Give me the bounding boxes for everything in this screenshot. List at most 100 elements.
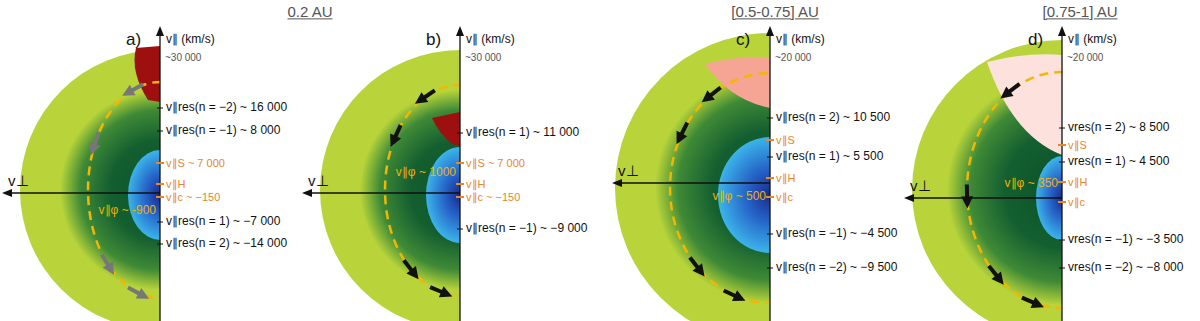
velocity-label: v∥c: [776, 191, 793, 204]
velocity-tick: [1058, 144, 1066, 146]
resonance-label: vres(n = 2) ~ 8 500: [1068, 121, 1169, 135]
dashed-orbit: [670, 73, 770, 303]
velocity-label: v∥c: [1068, 196, 1085, 209]
axis-arrowhead: [456, 26, 464, 36]
perp-axis: [310, 192, 460, 193]
flow-arrow: [131, 84, 143, 91]
panel-heading: [0.75-1] AU: [1042, 3, 1117, 20]
flow-arrow: [395, 125, 401, 138]
resonance-label: v∥res(n = 2) ~ −14 000: [166, 237, 287, 251]
flow-arrowhead: [439, 286, 452, 297]
resonance-label: v∥res(n = 2) ~ 10 500: [776, 111, 890, 125]
resonance-label: vres(n = −2) ~ −8 000: [1068, 261, 1183, 275]
axis-title: v∥ (km/s): [776, 33, 825, 47]
axis-title: v∥ (km/s): [466, 33, 515, 47]
panel-letter: c): [736, 30, 750, 50]
velocity-label: v∥S ~ 7 000: [466, 157, 525, 170]
axis-title: v⊥: [308, 172, 329, 189]
green-core: [360, 90, 460, 290]
velocity-label: v∥H: [166, 178, 185, 191]
axis-arrowhead: [156, 26, 164, 36]
flow-arrowhead: [677, 131, 688, 144]
axis-arrowhead: [2, 189, 12, 197]
phase-velocity-label: v∥φ ~ 1000: [396, 166, 456, 180]
distribution-panel: [612, 26, 925, 321]
flow-arrow: [94, 132, 98, 145]
resonance-label: v∥res(n = −2) ~ 16 000: [166, 101, 287, 115]
flow-arrowhead: [992, 272, 1004, 285]
velocity-tick: [456, 196, 464, 198]
resonance-label: v∥res(n = 1) ~ −7 000: [166, 215, 280, 229]
axis-arrowhead: [1058, 26, 1066, 36]
parallel-axis: [459, 34, 460, 321]
phase-velocity-label: v∥φ ~ 500: [713, 190, 766, 204]
flow-arrowhead: [122, 85, 135, 96]
perp-axis: [620, 182, 770, 183]
perp-axis: [912, 197, 1062, 198]
flow-arrow: [681, 123, 687, 136]
resonance-label: v∥res(n = −1) ~ −4 500: [776, 227, 897, 241]
axis-title: v⊥: [8, 172, 29, 189]
flow-arrowhead: [89, 142, 100, 155]
panel-letter: a): [126, 30, 141, 50]
panel-heading: [0.5-0.75] AU: [731, 3, 819, 20]
resonance-tick: [457, 133, 463, 134]
flow-arrowhead: [415, 92, 428, 104]
flow-arrow: [404, 260, 413, 271]
flow-arrow: [430, 287, 443, 292]
flow-arrow: [423, 90, 435, 98]
resonance-tick: [1059, 128, 1065, 129]
flow-arrow: [965, 184, 969, 198]
panel-letter: b): [426, 30, 441, 50]
flow-arrow: [690, 258, 699, 269]
resonance-tick: [1059, 162, 1065, 163]
resonance-tick: [767, 157, 773, 158]
outer-halo: [320, 50, 460, 321]
blue-core: [426, 147, 460, 243]
axis-arrowhead: [766, 26, 774, 36]
parallel-axis: [159, 34, 160, 321]
dashed-orbit: [88, 82, 160, 298]
flow-arrowhead: [732, 290, 745, 301]
green-core: [60, 90, 160, 290]
flow-arrow: [710, 88, 721, 97]
panel-heading: 0.2 AU: [287, 3, 332, 20]
flow-arrowhead: [406, 266, 418, 279]
velocity-label: v∥H: [776, 172, 795, 185]
blue-core: [128, 150, 160, 240]
half-disk: [20, 46, 160, 321]
velocity-tick: [1058, 181, 1066, 183]
velocity-label: v∥c ~ −150: [166, 191, 220, 204]
axis-max: ~20 000: [775, 52, 811, 64]
flow-arrowhead: [1000, 86, 1013, 98]
phase-velocity-label: v∥φ ~ 350: [1005, 177, 1058, 191]
dashed-orbit: [967, 72, 1062, 308]
resonance-tick: [157, 222, 163, 223]
resonance-tick: [157, 244, 163, 245]
half-disk: [615, 33, 770, 321]
outer-halo: [615, 33, 770, 321]
velocity-tick: [156, 196, 164, 198]
resonance-region: [705, 57, 770, 108]
panel-letter: d): [1028, 30, 1043, 50]
flow-arrowhead: [103, 261, 114, 274]
distribution-panel: [2, 26, 300, 321]
flow-arrowhead: [136, 288, 149, 299]
velocity-tick: [1058, 201, 1066, 203]
perp-axis: [10, 192, 160, 193]
velocity-tick: [766, 139, 774, 141]
velocity-label: v∥H: [1068, 176, 1087, 189]
axis-arrowhead: [612, 179, 622, 187]
resonance-tick: [767, 268, 773, 269]
resonance-tick: [1059, 268, 1065, 269]
resonance-region: [987, 54, 1062, 155]
axis-arrowhead: [904, 194, 914, 202]
axis-title: v⊥: [910, 177, 931, 194]
flow-arrowhead: [390, 133, 401, 146]
flow-arrow: [1022, 298, 1035, 304]
flow-arrowhead: [693, 263, 705, 276]
velocity-tick: [456, 162, 464, 164]
resonance-tick: [767, 234, 773, 235]
velocity-label: v∥H: [466, 178, 485, 191]
